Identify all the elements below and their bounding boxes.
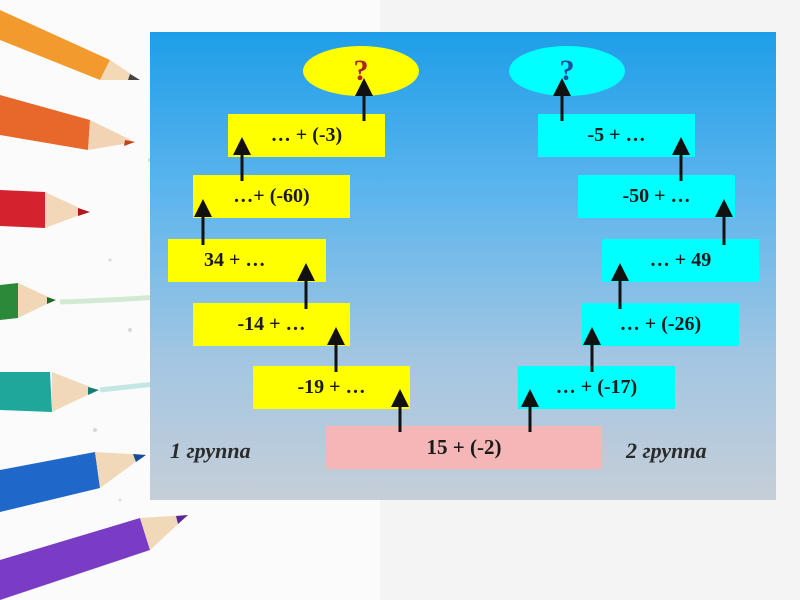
left-step-4: -14 + … [193, 303, 350, 346]
right-step-1: -5 + … [538, 114, 695, 157]
right-step-2: -50 + … [578, 175, 735, 218]
green-pencil-icon [0, 283, 176, 320]
question-oval-right: ? [509, 46, 625, 96]
right-step-5: … + (-17) [518, 366, 675, 409]
red-orange-pencil-icon [0, 95, 135, 150]
left-step-1: … + (-3) [228, 114, 385, 157]
start-expression-box: 15 + (-2) [326, 426, 602, 469]
blue-pencil-icon [0, 452, 146, 512]
red-pencil-icon [0, 190, 90, 228]
left-step-3: 34 + … [168, 239, 326, 282]
group-2-label: 2 группа [626, 438, 707, 463]
orange-pencil-icon [0, 10, 140, 80]
right-step-3: … + 49 [602, 239, 759, 282]
left-step-2: …+ (-60) [193, 175, 350, 218]
purple-pencil-icon [0, 515, 188, 600]
right-step-4: … + (-26) [582, 303, 739, 346]
question-oval-left: ? [303, 46, 419, 96]
left-step-5: -19 + … [253, 366, 410, 409]
group-1-label: 1 группа [170, 438, 251, 463]
teal-pencil-icon [0, 372, 176, 412]
